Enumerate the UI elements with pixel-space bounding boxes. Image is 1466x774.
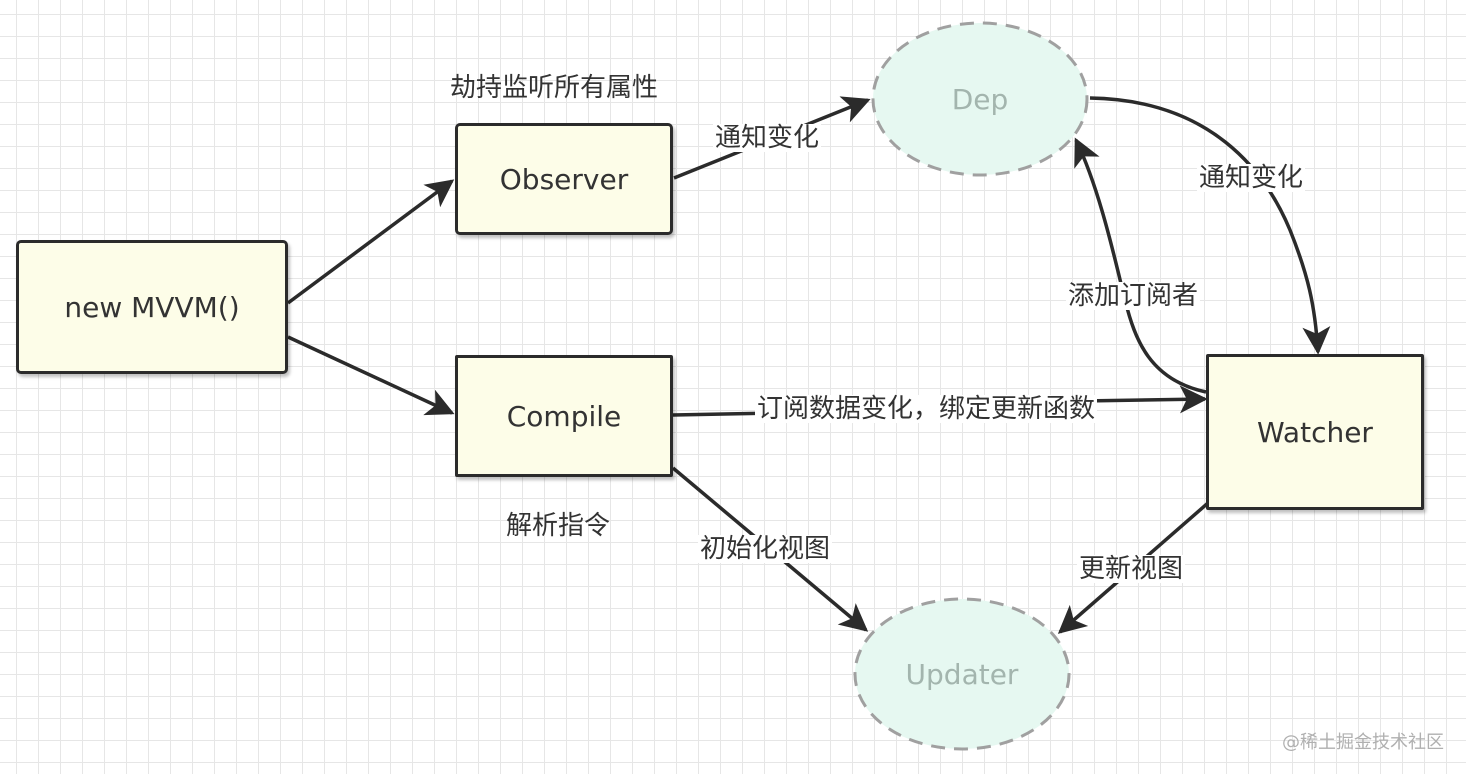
- edge-label-dep-to-watcher: 通知变化: [1197, 163, 1306, 193]
- edge-label-watcher-to-updater: 更新视图: [1077, 554, 1186, 584]
- updater-ellipse-shape: [853, 597, 1071, 751]
- updater-node[interactable]: Updater: [852, 596, 1072, 752]
- compile-node[interactable]: Compile: [455, 355, 673, 477]
- observer-node[interactable]: Observer: [455, 123, 673, 235]
- edge-label-compile-to-updater: 初始化视图: [698, 534, 833, 564]
- edge-mvvm-to-compile: [287, 335, 455, 416]
- dep-node-label: Dep: [951, 82, 1009, 116]
- edge-label-observer-to-dep: 通知变化: [713, 123, 822, 153]
- compile-node-label: Compile: [506, 399, 622, 433]
- watermark: @稀土掘金技术社区: [1282, 732, 1444, 753]
- edge-watcher-to-dep: [1074, 137, 1207, 394]
- watcher-node[interactable]: Watcher: [1206, 354, 1424, 510]
- dep-ellipse-shape: [871, 21, 1089, 177]
- edge-label-compile-to-watcher: 订阅数据变化，绑定更新函数: [755, 394, 1098, 424]
- observer-node-label: Observer: [499, 162, 629, 196]
- edge-dep-to-watcher: [1089, 96, 1331, 355]
- watcher-node-label: Watcher: [1257, 415, 1373, 449]
- mvvm-node-label: new MVVM(): [64, 290, 240, 324]
- compile-caption: 解析指令: [506, 511, 611, 541]
- edge-label-watcher-to-dep: 添加订阅者: [1066, 281, 1201, 311]
- edge-mvvm-to-observer: [286, 179, 455, 305]
- observer-caption: 劫持监听所有属性: [450, 73, 659, 103]
- updater-node-label: Updater: [905, 657, 1019, 691]
- dep-node[interactable]: Dep: [870, 20, 1090, 178]
- mvvm-node[interactable]: new MVVM(): [16, 240, 288, 374]
